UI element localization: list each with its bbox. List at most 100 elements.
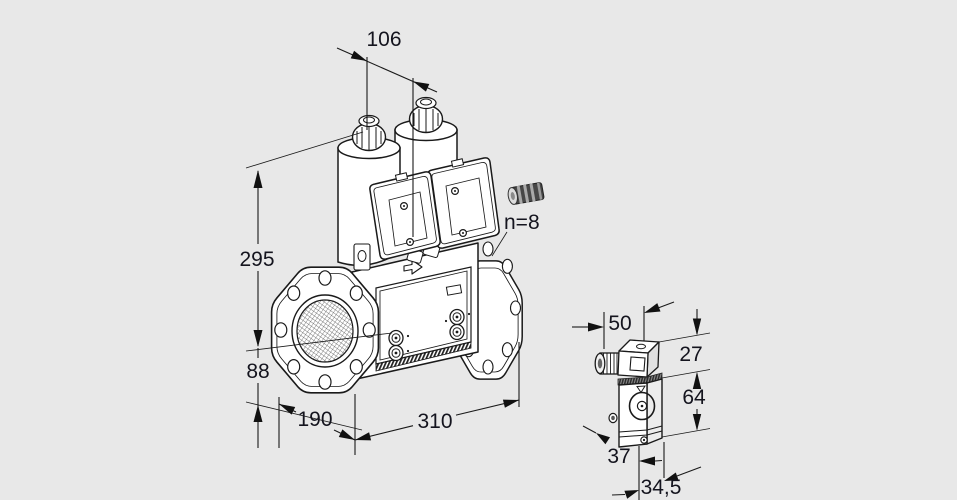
pressure-switch-side-view: 50 27 64 37 [572, 301, 711, 500]
dimension-295: 295 [239, 131, 364, 347]
bolt-hole [509, 300, 522, 316]
bolt-hole [501, 258, 513, 274]
dimension-arrow [253, 405, 263, 422]
panel-dot [444, 319, 448, 323]
front-flange-bolt-holes [274, 270, 376, 390]
bolt-hole [482, 359, 494, 375]
dimension-arrow [692, 414, 702, 431]
connector-top-hole [636, 343, 646, 350]
dimension-line [657, 301, 675, 309]
test-port [449, 308, 465, 326]
dimension-arrow [338, 429, 355, 440]
panel-dot [406, 349, 410, 353]
dimension-label-27: 27 [679, 343, 702, 366]
dimension-88: 88 [245, 332, 393, 448]
leader-line [491, 231, 508, 257]
coil-mounting-yoke [353, 243, 371, 271]
body-top-band-side-hatch [647, 373, 662, 383]
dimension-190: 190 [278, 394, 356, 455]
dimension-106: 106 [336, 28, 438, 237]
dimension-label-34-5: 34,5 [641, 476, 682, 499]
plug-rib [529, 183, 536, 202]
dimension-label-64: 64 [682, 386, 706, 409]
terminal-screw-dot [403, 205, 405, 207]
gland-front-hole [597, 358, 603, 369]
dimension-27: 27 [658, 309, 711, 366]
dimension-label-295: 295 [239, 248, 274, 271]
terminal-box-right-tab [450, 158, 465, 168]
plug-end-hole [510, 192, 515, 200]
bolt-hole [501, 342, 513, 358]
terminal-box-left-cover [369, 171, 441, 260]
dimension-line [582, 425, 597, 434]
dimension-arrow [413, 81, 430, 92]
extension-line [245, 131, 364, 169]
bottom-screw [640, 436, 648, 444]
cable-gland [594, 352, 620, 375]
pressure-test-ports [388, 308, 471, 362]
terminal-box-left [369, 171, 441, 260]
body-panel-inner-line [379, 270, 468, 361]
dimension-arrow [692, 371, 702, 389]
dimension-310: 310 [354, 342, 520, 441]
terminal-screw-dot [454, 190, 456, 192]
bolt-hole [274, 322, 288, 338]
flange-tab [445, 284, 463, 296]
terminal-screw-dot [462, 232, 464, 234]
dimension-64: 64 [661, 369, 711, 438]
cap-hex-inner [363, 116, 375, 124]
plug-rib [516, 185, 523, 204]
dimension-arrow [692, 318, 702, 336]
switch-body [608, 372, 663, 448]
panel-dot [467, 312, 471, 316]
dimension-arrow [596, 433, 610, 445]
dimension-34-5: 34,5 [611, 442, 702, 500]
dimension-line [676, 466, 702, 477]
test-port [388, 344, 404, 362]
base-extension-line [245, 401, 363, 431]
terminal-screw-dot [409, 241, 411, 243]
coil-cap-right [408, 96, 444, 134]
dimension-arrow [664, 472, 679, 481]
bolt-hole [318, 270, 332, 286]
side-screw [608, 412, 618, 424]
centerline [245, 332, 393, 352]
blanking-plug [507, 182, 545, 205]
terminal-box-left-tab [394, 172, 409, 182]
bolt-hole [287, 285, 301, 301]
test-port [388, 329, 404, 347]
terminal-box-right [427, 157, 500, 249]
dimension-arrow [253, 170, 263, 188]
dimension-label-310: 310 [417, 410, 452, 433]
bolt-hole [349, 285, 363, 301]
cap-hex-inner [420, 98, 432, 106]
extension-line [661, 428, 711, 438]
dimension-arrow [279, 404, 296, 415]
dimension-line [654, 459, 663, 462]
dimension-arrow [253, 330, 263, 347]
knurl-ribs [413, 107, 439, 132]
connector-window [629, 356, 646, 372]
bolt-hole [349, 358, 363, 375]
dimension-arrow [350, 50, 367, 61]
dimension-arrow [588, 322, 604, 332]
extension-line [661, 369, 711, 379]
adjustment-dial [628, 391, 656, 421]
front-flange [270, 266, 380, 394]
din-connector [617, 339, 660, 378]
dimension-50: 50 [572, 301, 675, 349]
dimension-37: 37 [582, 425, 663, 468]
dimension-arrow [644, 303, 661, 313]
triangle-marker [636, 385, 646, 394]
terminal-box-left-inner [373, 175, 437, 256]
front-flange-inner-rim [276, 273, 374, 387]
dimension-label-50: 50 [608, 312, 631, 335]
flow-direction-arrow-icon [403, 259, 423, 275]
bolt-hole [362, 322, 376, 338]
test-port [449, 323, 465, 341]
dimension-arrow [624, 490, 639, 499]
dimension-label-37: 37 [607, 445, 630, 468]
body-section-line [618, 430, 663, 438]
valve-isometric-view: 106 295 88 190 [239, 28, 545, 455]
